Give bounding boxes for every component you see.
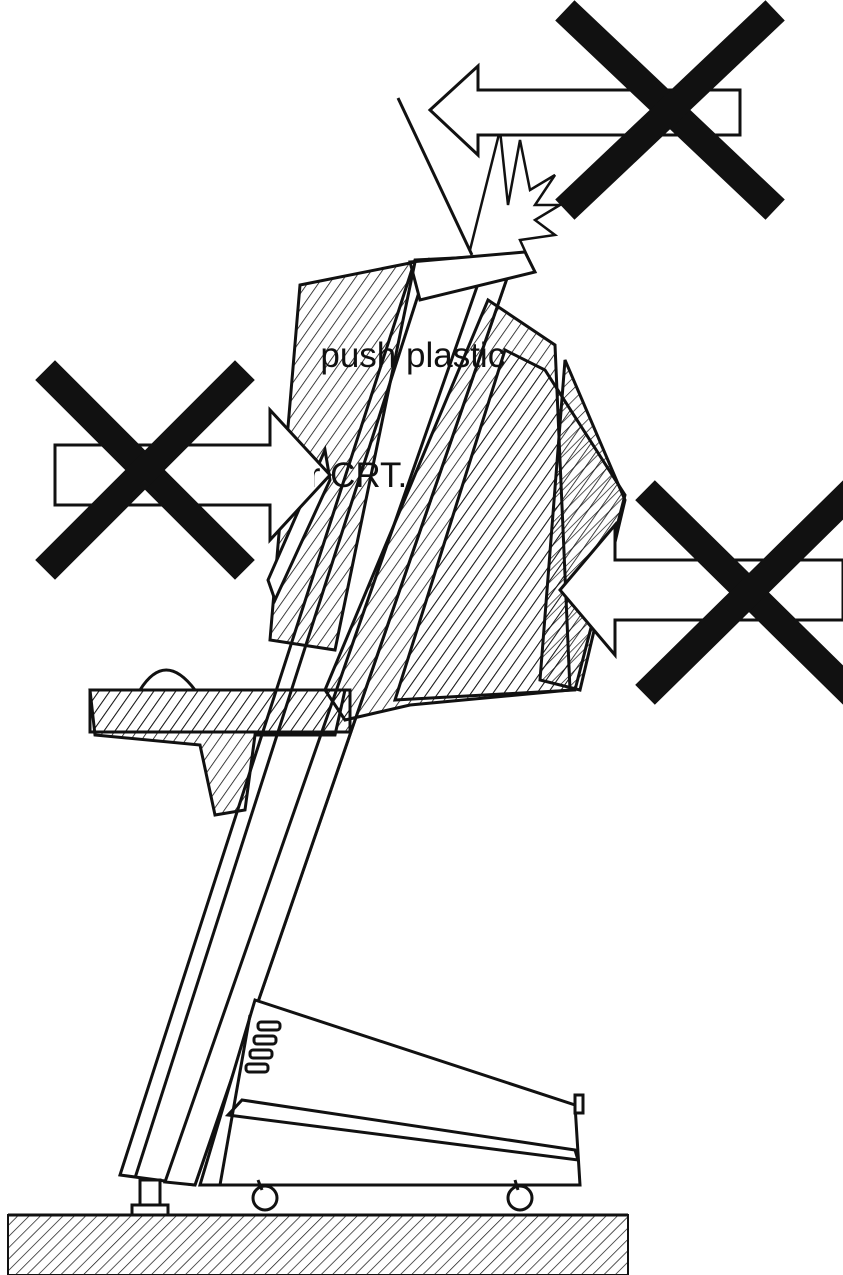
cross-mark-icon [35, 360, 255, 580]
raised-lid [396, 97, 474, 256]
cabinet-base [197, 998, 585, 1187]
control-panel [88, 668, 352, 817]
warning-caption: not push plastic s or CRT. [314, 176, 674, 616]
arrow-left-icon [558, 520, 843, 660]
caption-line-2: s or CRT. [314, 456, 408, 495]
impact-burst-icon [468, 129, 565, 263]
floor [7, 1214, 629, 1275]
casters [130, 1178, 534, 1217]
cross-mark-icon [555, 0, 785, 220]
monitor-housing [323, 297, 627, 722]
caption-line-1: not push plastic [320, 336, 506, 375]
cross-mark-icon [635, 480, 843, 705]
